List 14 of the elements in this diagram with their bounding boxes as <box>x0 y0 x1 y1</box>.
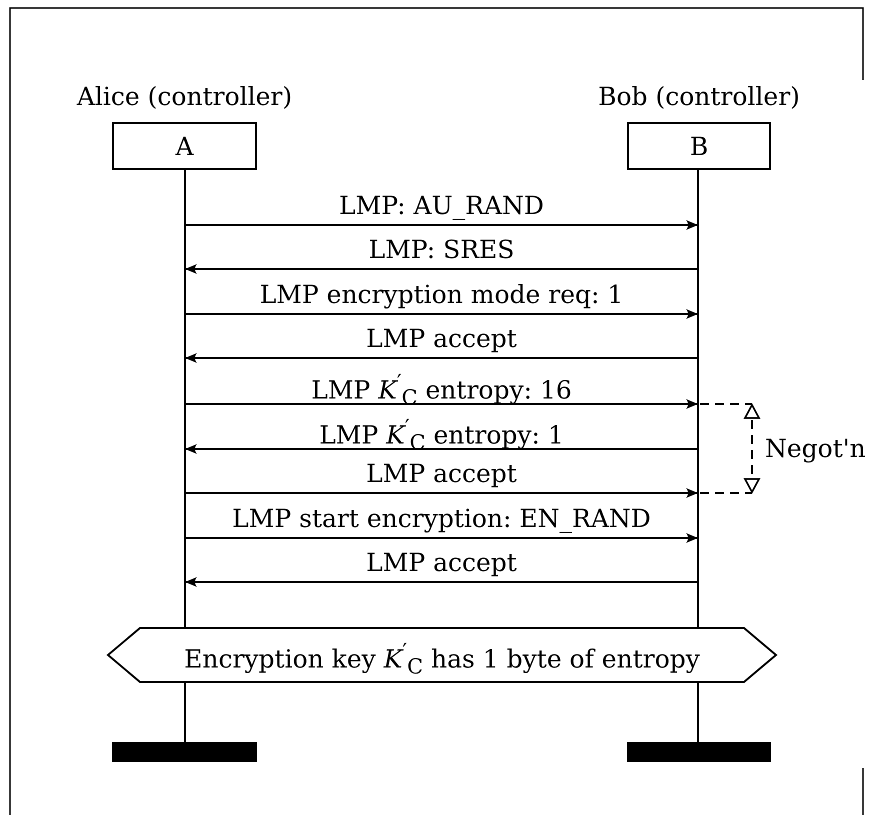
message-label: LMP: AU_RAND <box>339 193 544 218</box>
message-label: LMP accept <box>366 326 517 351</box>
participant-name: Alice (controller) <box>76 84 292 109</box>
message-label: LMP: SRES <box>368 237 514 262</box>
participant-name: Bob (controller) <box>598 84 800 109</box>
message-label: LMP encryption mode req: 1 <box>260 282 624 307</box>
message-label: LMP accept <box>366 550 517 575</box>
condition-text: Encryption key K$^{′}$$_{C}$ has 1 byte of entropy <box>184 641 700 678</box>
instance-label: A <box>175 134 194 159</box>
message-label: LMP accept <box>366 461 517 486</box>
instance-label: B <box>690 134 708 159</box>
condition-hexagon <box>106 627 778 683</box>
bracket-label: Negot'n <box>765 436 866 461</box>
message-label: LMP start encryption: EN_RAND <box>232 506 651 531</box>
